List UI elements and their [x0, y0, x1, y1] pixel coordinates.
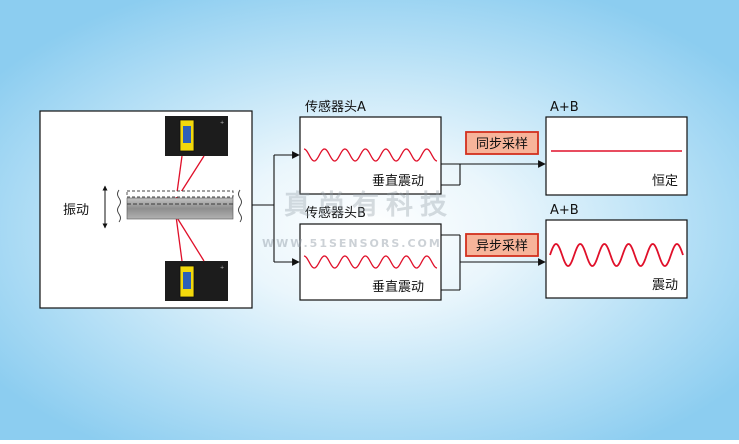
vibration-squiggle-left	[117, 189, 121, 223]
sensor-a-wave	[303, 148, 438, 162]
watermark-url: WWW.51SENSORS.COM	[262, 237, 442, 250]
laser-beam-bottom-reflected	[175, 215, 205, 262]
sensor-head-top-body	[165, 116, 228, 156]
target-plate	[117, 189, 242, 223]
sensor-head-top-mark: +	[220, 120, 224, 126]
async-sampling-label: 异步采样	[476, 239, 528, 254]
target-plate-body	[126, 197, 234, 220]
sensor-head-bottom-lens	[183, 272, 191, 289]
sensor-head-top: +	[165, 116, 228, 156]
sync-result-label: 恒定	[652, 174, 678, 189]
vibration-squiggle-right	[238, 189, 242, 223]
sensor-a-signal-label: 垂直震动	[372, 174, 424, 189]
async-sampling-tag: 异步采样	[465, 233, 539, 257]
sync-sampling-tag: 同步采样	[465, 131, 539, 155]
async-result-wave	[549, 243, 684, 267]
async-sampling-tag-box	[465, 233, 539, 257]
laser-beam-bottom-incident	[175, 215, 183, 262]
sensor-head-bottom: +	[165, 261, 228, 301]
watermark-cn: 真尚有科技	[284, 190, 454, 221]
sensor-head-top-lens	[183, 126, 191, 143]
sensor-b-wave	[303, 255, 438, 269]
target-plate-displaced-outline	[126, 190, 234, 198]
sync-result-box	[545, 116, 688, 196]
sync-sampling-tag-box	[465, 131, 539, 155]
vibration-label: 振动	[63, 203, 89, 218]
async-result-label: 震动	[652, 278, 678, 293]
async-result-title: A+B	[550, 203, 579, 218]
sensor-a-title: 传感器头A	[305, 99, 366, 115]
sampling-connectors	[441, 160, 546, 291]
panel-connector	[252, 151, 300, 266]
sensor-head-bottom-body	[165, 261, 228, 301]
sync-result-title: A+B	[550, 100, 579, 115]
sensor-b-signal-label: 垂直震动	[372, 280, 424, 295]
async-result-box	[545, 219, 688, 299]
sync-sampling-label: 同步采样	[476, 137, 528, 152]
sensor-head-bottom-mark: +	[220, 265, 224, 271]
sensor-b-title: 传感器头B	[305, 205, 366, 221]
